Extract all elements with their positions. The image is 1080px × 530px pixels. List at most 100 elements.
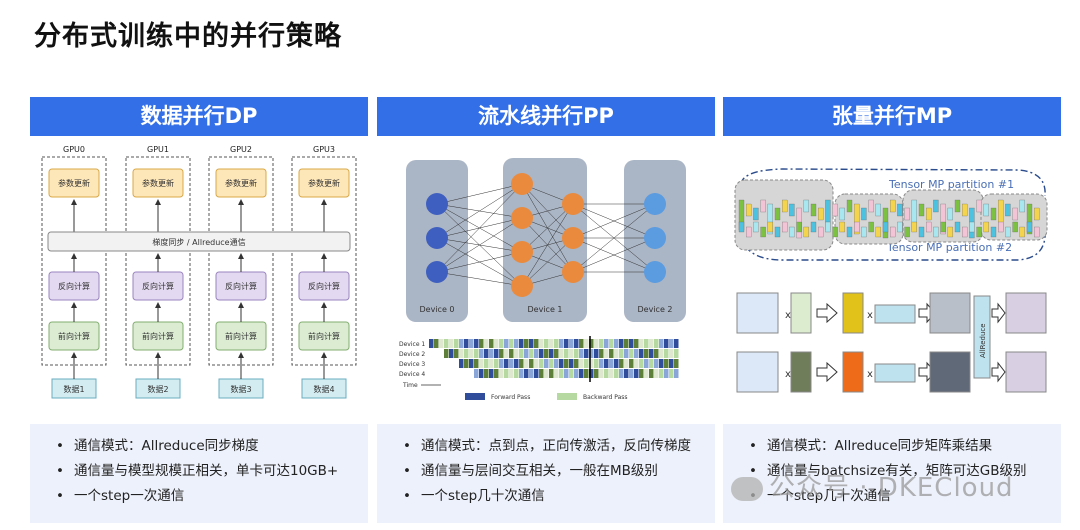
layer-block <box>962 203 968 217</box>
timeline-cell <box>584 339 589 348</box>
timeline-cell <box>549 359 554 368</box>
matrix-weight <box>790 292 812 334</box>
timeline-cell <box>554 359 559 368</box>
layer-block <box>875 226 881 238</box>
matrix-weight <box>842 351 864 393</box>
layer-block <box>940 203 946 235</box>
timeline-cell <box>494 349 499 358</box>
timeline-cell <box>649 369 654 378</box>
timeline-cell <box>559 349 564 358</box>
timeline-cell <box>524 369 529 378</box>
gpu-label: GPU0 <box>63 145 85 154</box>
neuron <box>562 261 584 283</box>
timeline-cell <box>554 339 559 348</box>
timeline-cell <box>624 369 629 378</box>
layer-block <box>990 226 997 238</box>
neuron <box>511 241 533 263</box>
time-label: Time <box>402 382 418 389</box>
timeline-cell <box>644 349 649 358</box>
timeline-cell <box>579 369 584 378</box>
timeline-cell <box>664 369 669 378</box>
layer-block <box>1012 221 1018 233</box>
layer-block <box>904 226 910 238</box>
neuron <box>426 261 448 283</box>
timeline-cell <box>509 339 514 348</box>
timeline-cell <box>584 359 589 368</box>
timeline-cell <box>534 349 539 358</box>
layer-block <box>854 203 860 235</box>
timeline-cell <box>674 339 679 348</box>
timeline-cell <box>614 369 619 378</box>
layer-block <box>911 221 917 233</box>
timeline-cell <box>499 359 504 368</box>
matrix-input <box>736 351 779 393</box>
timeline-cell <box>604 359 609 368</box>
timeline-cell <box>669 369 674 378</box>
watermark-text: 公众号 · DKECloud <box>769 473 1014 503</box>
timeline-cell <box>649 349 654 358</box>
layer-block <box>926 207 932 221</box>
timeline-cell <box>674 369 679 378</box>
arrow <box>991 302 1006 324</box>
layer-block <box>839 207 845 221</box>
timeline-cell <box>634 349 639 358</box>
layer-block <box>839 221 845 233</box>
layer-block <box>803 199 809 213</box>
timeline-cell <box>629 359 634 368</box>
timeline-cell <box>594 339 599 348</box>
timeline-cell <box>504 369 509 378</box>
neuron <box>426 193 448 215</box>
timeline-cell <box>439 339 444 348</box>
timeline-cell <box>659 369 664 378</box>
gpu-label: GPU1 <box>147 145 169 154</box>
device-1-label: Device 1 <box>528 305 563 314</box>
timeline-cell <box>594 349 599 358</box>
timeline-cell <box>564 359 569 368</box>
layer-block <box>1034 207 1040 221</box>
neuron <box>426 227 448 249</box>
edge <box>572 203 656 273</box>
data-label: 数据3 <box>230 384 251 394</box>
device-2-label: Device 2 <box>638 305 673 314</box>
arrow <box>991 361 1006 383</box>
timeline-cell <box>489 369 494 378</box>
timeline-cell <box>469 359 474 368</box>
timeline-cell <box>619 339 624 348</box>
timeline-cell <box>674 359 679 368</box>
matrix-output <box>1005 351 1047 393</box>
timeline-cell <box>499 349 504 358</box>
timeline-cell <box>474 369 479 378</box>
layer-block <box>832 226 838 238</box>
update-label: 参数更新 <box>225 178 257 188</box>
layer-block <box>746 226 752 238</box>
layer-block <box>746 203 752 217</box>
timeline-cell <box>559 339 564 348</box>
timeline-cell <box>574 349 579 358</box>
timeline-cell <box>489 349 494 358</box>
timeline-cell <box>474 359 479 368</box>
neuron <box>644 193 666 215</box>
timeline-cell <box>454 339 459 348</box>
legend-backward-swatch <box>557 393 577 400</box>
timeline-cell <box>464 359 469 368</box>
gpu-box <box>125 156 191 366</box>
update-box <box>48 168 100 198</box>
timeline-cell <box>579 339 584 348</box>
backward-label: 反向计算 <box>58 281 90 291</box>
panel-header: 张量并行MP <box>723 97 1061 136</box>
timeline-cell <box>569 359 574 368</box>
layer-block <box>789 226 795 238</box>
gpu-label: GPU3 <box>313 145 335 154</box>
layer-block <box>875 203 881 217</box>
layer-block <box>933 226 939 238</box>
bullets-pp: 通信模式：点到点，正向传激活，反向传梯度 通信量与层间交互相关，一般在MB级别 … <box>377 424 715 523</box>
multiply-sign: x <box>867 369 873 380</box>
timeline-cell <box>519 369 524 378</box>
layer-block <box>983 221 989 233</box>
layer-block <box>969 221 975 233</box>
forward-label: 前向计算 <box>142 331 174 341</box>
layer-block <box>918 203 925 217</box>
timeline-cell <box>459 349 464 358</box>
layer-block <box>990 207 997 221</box>
layer-block <box>810 221 817 233</box>
